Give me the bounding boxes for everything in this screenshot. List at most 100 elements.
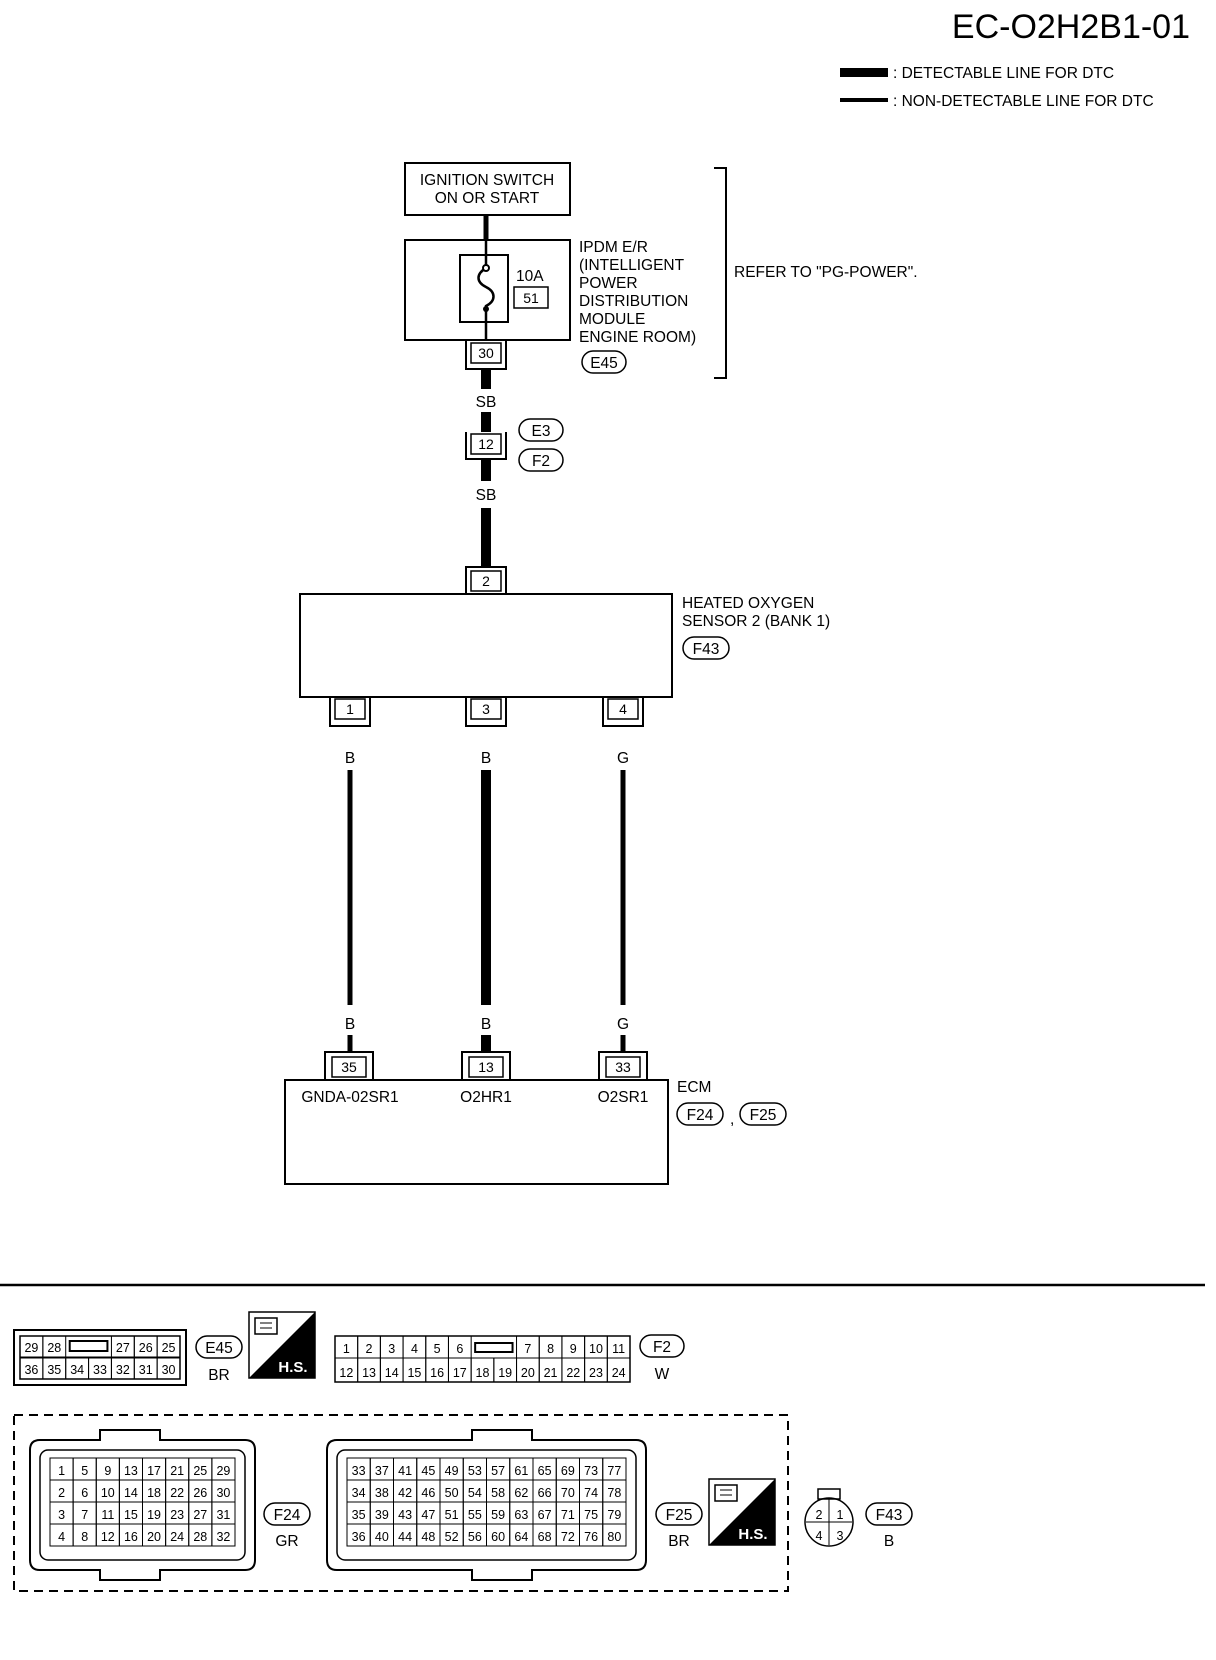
ipdm-er: 10A 51 IPDM E/R (INTELLIGENT POWER DISTR…: [404, 239, 696, 374]
ipdm-name-5: MODULE: [579, 311, 645, 328]
f25-pin-48: 48: [421, 1530, 435, 1544]
ipdm-name-6: ENGINE ROOM): [579, 329, 696, 346]
ignition-switch: IGNITION SWITCH ON OR START: [404, 162, 571, 216]
f2-pin-23: 23: [589, 1366, 603, 1380]
legend: : DETECTABLE LINE FOR DTC : NON-DETECTAB…: [840, 65, 1154, 110]
f25-pin-62: 62: [514, 1486, 528, 1500]
f24-pin-32: 32: [216, 1530, 230, 1544]
f25-pin-80: 80: [607, 1530, 621, 1544]
f24-pin-11: 11: [101, 1508, 114, 1522]
f25-connector-id: F25: [666, 1507, 693, 1524]
f25-pin-53: 53: [468, 1464, 482, 1478]
f24-connector-color: GR: [275, 1533, 298, 1550]
e45-pin-28: 28: [47, 1341, 61, 1355]
f25-pin-51: 51: [445, 1508, 459, 1522]
f2-pin-13: 13: [362, 1366, 376, 1380]
f25-pin-77: 77: [607, 1464, 621, 1478]
f24-pin-21: 21: [170, 1464, 184, 1478]
wire-color-3-top: G: [617, 750, 629, 767]
fuse-icon: [477, 240, 495, 340]
f25-pin-80-cell: [602, 1523, 627, 1547]
f24-pin-14: 14: [124, 1486, 138, 1500]
f24-pin-1: 1: [58, 1464, 65, 1478]
f24-pin-22: 22: [170, 1486, 184, 1500]
ecm: 35 13 33 GNDA-02SR1 O2HR1 O2SR1 ECM F24 …: [284, 1051, 787, 1185]
f25-pin-70: 70: [561, 1486, 575, 1500]
wire-color-2-top: B: [481, 750, 491, 767]
f25-pin-46: 46: [421, 1486, 435, 1500]
f2-pin-7: 7: [524, 1342, 531, 1356]
f2-pin-2: 2: [366, 1342, 373, 1356]
ecm-pin-name-1: GNDA-02SR1: [301, 1089, 398, 1106]
sensor-top-terminal: 2: [482, 573, 490, 589]
joint-connector: 12 E3 F2: [465, 418, 564, 472]
heated-oxygen-sensor: 2 HEATED OXYGEN SENSOR 2 (BANK 1) F43 1 …: [299, 566, 830, 727]
f24-pin-17: 17: [147, 1464, 161, 1478]
f24-pin-26: 26: [193, 1486, 207, 1500]
f2-pin-22: 22: [566, 1366, 580, 1380]
f2-pin-1: 1: [343, 1342, 350, 1356]
wire-color-1-top: B: [345, 750, 355, 767]
f25-pin-56: 56: [468, 1530, 482, 1544]
f43-pin-1: 1: [837, 1508, 844, 1522]
f25-pin-75: 75: [584, 1508, 598, 1522]
ecm-connector-separator: ,: [730, 1111, 734, 1128]
f25-pin-59: 59: [491, 1508, 505, 1522]
ecm-connector-tag-1: [676, 1102, 724, 1126]
f43-pin-2: 2: [816, 1508, 823, 1522]
joint-connector-tag-1: [518, 418, 564, 442]
ipdm-name-3: POWER: [579, 275, 638, 292]
ecm-terminal-33: 33: [615, 1059, 631, 1075]
ipdm-name-2: (INTELLIGENT: [579, 257, 685, 274]
e45-connector-color: BR: [208, 1367, 230, 1384]
f24-pin-15: 15: [124, 1508, 138, 1522]
ecm-pin-name-3: O2SR1: [598, 1089, 649, 1106]
sensor-connector-tag: [682, 636, 730, 660]
hs-label-2: H.S.: [738, 1526, 767, 1543]
fuse-rating: 10A: [516, 268, 544, 285]
f25-pin-36: 36: [352, 1530, 366, 1544]
f24-pin-4: 4: [58, 1530, 65, 1544]
e45-connector-id: E45: [205, 1340, 233, 1357]
e45-pin-32: 32: [116, 1363, 130, 1377]
f2-pin-15: 15: [407, 1366, 421, 1380]
wire-color-1-bottom: B: [345, 1016, 355, 1033]
ecm-pin-name-2: O2HR1: [460, 1089, 512, 1106]
f25-pin-33: 33: [352, 1464, 366, 1478]
connector-view-f43: 2 1 4 3 F43 B: [804, 1488, 913, 1550]
f24-pin-2: 2: [58, 1486, 65, 1500]
e45-pin-31: 31: [139, 1363, 153, 1377]
e45-pin-33: 33: [93, 1363, 107, 1377]
f2-pin-5: 5: [434, 1342, 441, 1356]
f2-pin-10: 10: [589, 1342, 603, 1356]
legend-non-detectable-swatch: [840, 98, 888, 102]
e45-pin-35: 35: [47, 1363, 61, 1377]
f24-pin-31: 31: [216, 1508, 230, 1522]
f25-pin-40: 40: [375, 1530, 389, 1544]
refer-bracket: [714, 167, 727, 379]
f24-pin-6: 6: [81, 1486, 88, 1500]
f24-pin-12: 12: [101, 1530, 115, 1544]
ipdm-name-4: DISTRIBUTION: [579, 293, 688, 310]
f2-pin-14: 14: [385, 1366, 399, 1380]
e45-pin-34: 34: [70, 1363, 84, 1377]
f24-pin-5: 5: [81, 1464, 88, 1478]
ecm-terminal-13: 13: [478, 1059, 494, 1075]
f2-connector-id: F2: [653, 1339, 671, 1356]
f25-pin-76: 76: [584, 1530, 598, 1544]
f2-connector-tag: [639, 1334, 685, 1358]
f24-pin-28: 28: [193, 1530, 207, 1544]
wire-color-2-bottom: B: [481, 1016, 491, 1033]
f25-pin-68: 68: [538, 1530, 552, 1544]
f24-pin-10: 10: [101, 1486, 115, 1500]
fuse-number: 51: [523, 290, 539, 306]
sensor-name-1: HEATED OXYGEN: [682, 595, 814, 612]
f24-pin-29: 29: [216, 1464, 230, 1478]
e45-pin-30: 30: [162, 1363, 176, 1377]
f25-pin-74: 74: [584, 1486, 598, 1500]
f2-pin-12: 12: [339, 1366, 353, 1380]
f25-pin-55: 55: [468, 1508, 482, 1522]
f2-pin-3: 3: [388, 1342, 395, 1356]
f2-key-slot: [474, 1342, 514, 1353]
refer-note: REFER TO "PG-POWER".: [734, 264, 918, 281]
